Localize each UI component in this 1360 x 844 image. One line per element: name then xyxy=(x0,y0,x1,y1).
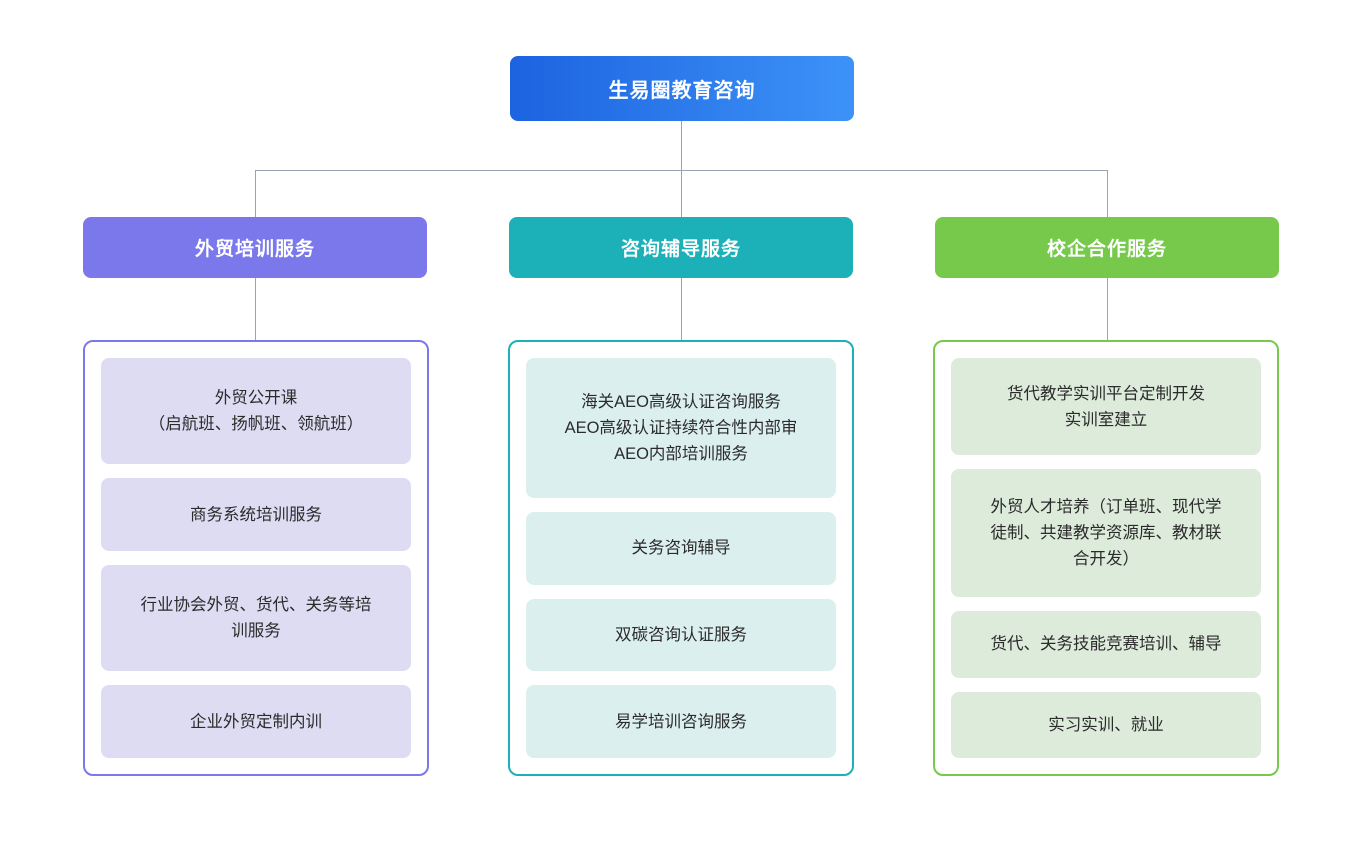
item-card[interactable]: 易学培训咨询服务 xyxy=(526,685,836,758)
item-card[interactable]: 货代教学实训平台定制开发实训室建立 xyxy=(951,358,1261,456)
category-header-label-1: 咨询辅导服务 xyxy=(620,239,741,260)
category-header-2[interactable]: 校企合作服务 xyxy=(935,217,1279,278)
item-card-line: AEO内部培训服务 xyxy=(614,445,748,464)
category-header-label-2: 校企合作服务 xyxy=(1046,239,1167,260)
item-card-line: 企业外贸定制内训 xyxy=(190,712,322,731)
category-body-2: 货代教学实训平台定制开发实训室建立外贸人才培养（订单班、现代学徒制、共建教学资源… xyxy=(933,340,1279,776)
item-card[interactable]: 海关AEO高级认证咨询服务 AEO高级认证持续符合性内部审 AEO内部培训服务 xyxy=(526,358,836,499)
item-card[interactable]: 企业外贸定制内训 xyxy=(101,685,411,758)
item-card[interactable]: 实习实训、就业 xyxy=(951,691,1261,758)
item-card-label: 关务咨询辅导 xyxy=(538,535,824,561)
connector-drop-col-2 xyxy=(1107,170,1108,217)
item-card-label: 实习实训、就业 xyxy=(963,712,1249,738)
connector-drop-col-0 xyxy=(255,170,256,217)
item-card[interactable]: 商务系统培训服务 xyxy=(101,478,411,551)
item-card-line: 商务系统培训服务 xyxy=(190,505,322,524)
category-body-1: 海关AEO高级认证咨询服务 AEO高级认证持续符合性内部审 AEO内部培训服务关务咨… xyxy=(508,340,854,776)
root-node-label: 生易圈教育咨询 xyxy=(608,80,756,102)
item-card-label: 货代、关务技能竞赛培训、辅导 xyxy=(963,631,1249,657)
item-card-label: 双碳咨询认证服务 xyxy=(538,622,824,648)
item-card[interactable]: 双碳咨询认证服务 xyxy=(526,598,836,672)
item-card-line: AEO高级认证持续符合性内部审 xyxy=(564,419,798,438)
item-card-line: 货代、关务技能竞赛培训、辅导 xyxy=(990,635,1222,654)
item-card-label: 外贸人才培养（订单班、现代学徒制、共建教学资源库、教材联合开发） xyxy=(963,494,1249,572)
item-card-line: 货代教学实训平台定制开发 xyxy=(1007,384,1205,403)
item-card[interactable]: 外贸人才培养（订单班、现代学徒制、共建教学资源库、教材联合开发） xyxy=(951,469,1261,598)
item-card[interactable]: 货代、关务技能竞赛培训、辅导 xyxy=(951,611,1261,678)
connector-drop-col-1 xyxy=(681,170,682,217)
item-card[interactable]: 关务咨询辅导 xyxy=(526,512,836,585)
item-card-line: 实训室建立 xyxy=(1064,410,1148,429)
connector-header-body-col-0 xyxy=(255,278,256,340)
item-card-line: 实习实训、就业 xyxy=(1048,715,1164,734)
category-body-0: 外贸公开课 （启航班、扬帆班、领航班） 商务系统培训服务行业协会外贸、货代、关务等培… xyxy=(83,340,429,776)
item-card[interactable]: 外贸公开课 （启航班、扬帆班、领航班） xyxy=(101,358,411,465)
connector-header-body-col-1 xyxy=(681,278,682,340)
category-header-label-0: 外贸培训服务 xyxy=(194,239,315,260)
item-card-label: 海关AEO高级认证咨询服务 AEO高级认证持续符合性内部审 AEO内部培训服务 xyxy=(538,389,824,467)
item-card-line: 外贸人才培养（订单班、现代学 xyxy=(990,498,1222,517)
root-node[interactable]: 生易圈教育咨询 xyxy=(510,56,854,121)
item-card-line: 行业协会外贸、货代、关务等培 xyxy=(140,596,372,615)
connector-header-body-col-2 xyxy=(1107,278,1108,340)
item-card-label: 易学培训咨询服务 xyxy=(538,709,824,735)
item-card-line: 外贸公开课 xyxy=(214,389,298,408)
item-card-label: 货代教学实训平台定制开发实训室建立 xyxy=(963,381,1249,433)
item-card-line: 海关AEO高级认证咨询服务 xyxy=(581,393,781,412)
item-card-line: （启航班、扬帆班、领航班） xyxy=(148,415,364,434)
category-header-1[interactable]: 咨询辅导服务 xyxy=(509,217,853,278)
item-card-line: 合开发） xyxy=(1073,550,1139,569)
item-card-label: 企业外贸定制内训 xyxy=(113,709,399,735)
item-card-label: 行业协会外贸、货代、关务等培训服务 xyxy=(113,592,399,644)
connector-root-stem xyxy=(681,121,682,170)
item-card-label: 商务系统培训服务 xyxy=(113,502,399,528)
item-card-label: 外贸公开课 （启航班、扬帆班、领航班） xyxy=(113,385,399,437)
item-card-line: 徒制、共建教学资源库、教材联 xyxy=(990,524,1222,543)
category-header-0[interactable]: 外贸培训服务 xyxy=(83,217,427,278)
item-card[interactable]: 行业协会外贸、货代、关务等培训服务 xyxy=(101,565,411,672)
item-card-line: 易学培训咨询服务 xyxy=(615,712,747,731)
item-card-line: 关务咨询辅导 xyxy=(631,539,731,558)
item-card-line: 双碳咨询认证服务 xyxy=(615,626,747,645)
item-card-line: 训服务 xyxy=(231,622,281,641)
